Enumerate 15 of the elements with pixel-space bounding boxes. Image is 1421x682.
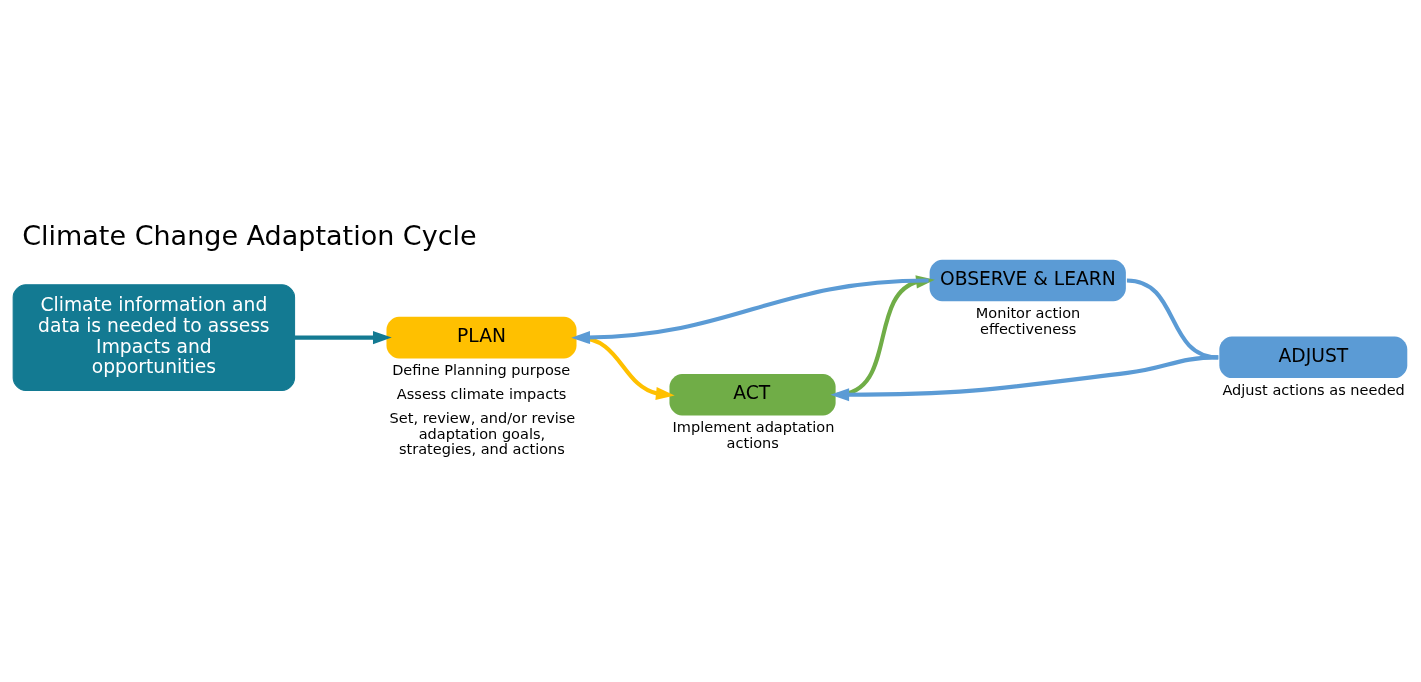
node-box: OBSERVE & LEARN <box>929 259 1126 302</box>
node-box: PLAN <box>386 316 576 359</box>
node-label: Assess climate impacts <box>396 386 566 403</box>
node-label: Adjust actions as needed <box>1221 381 1405 398</box>
arrow <box>294 331 392 345</box>
node-label: Set, review, and/or revise adaptation goals, strategies, and actions <box>389 409 575 458</box>
node-box: Climate information and data is needed to assess Impacts and opportunities <box>12 284 295 392</box>
node-box: ADJUST <box>1218 336 1407 379</box>
arrow <box>829 355 1218 402</box>
diagram-title: Climate Change Adaptation Cycle <box>21 219 477 251</box>
node-label: Define Planning purpose <box>391 362 570 379</box>
node-box: ACT <box>668 373 836 416</box>
arrow <box>570 278 929 345</box>
node-label: Monitor action effectiveness <box>975 305 1080 337</box>
node-label: Implement adaptation actions <box>672 419 834 451</box>
